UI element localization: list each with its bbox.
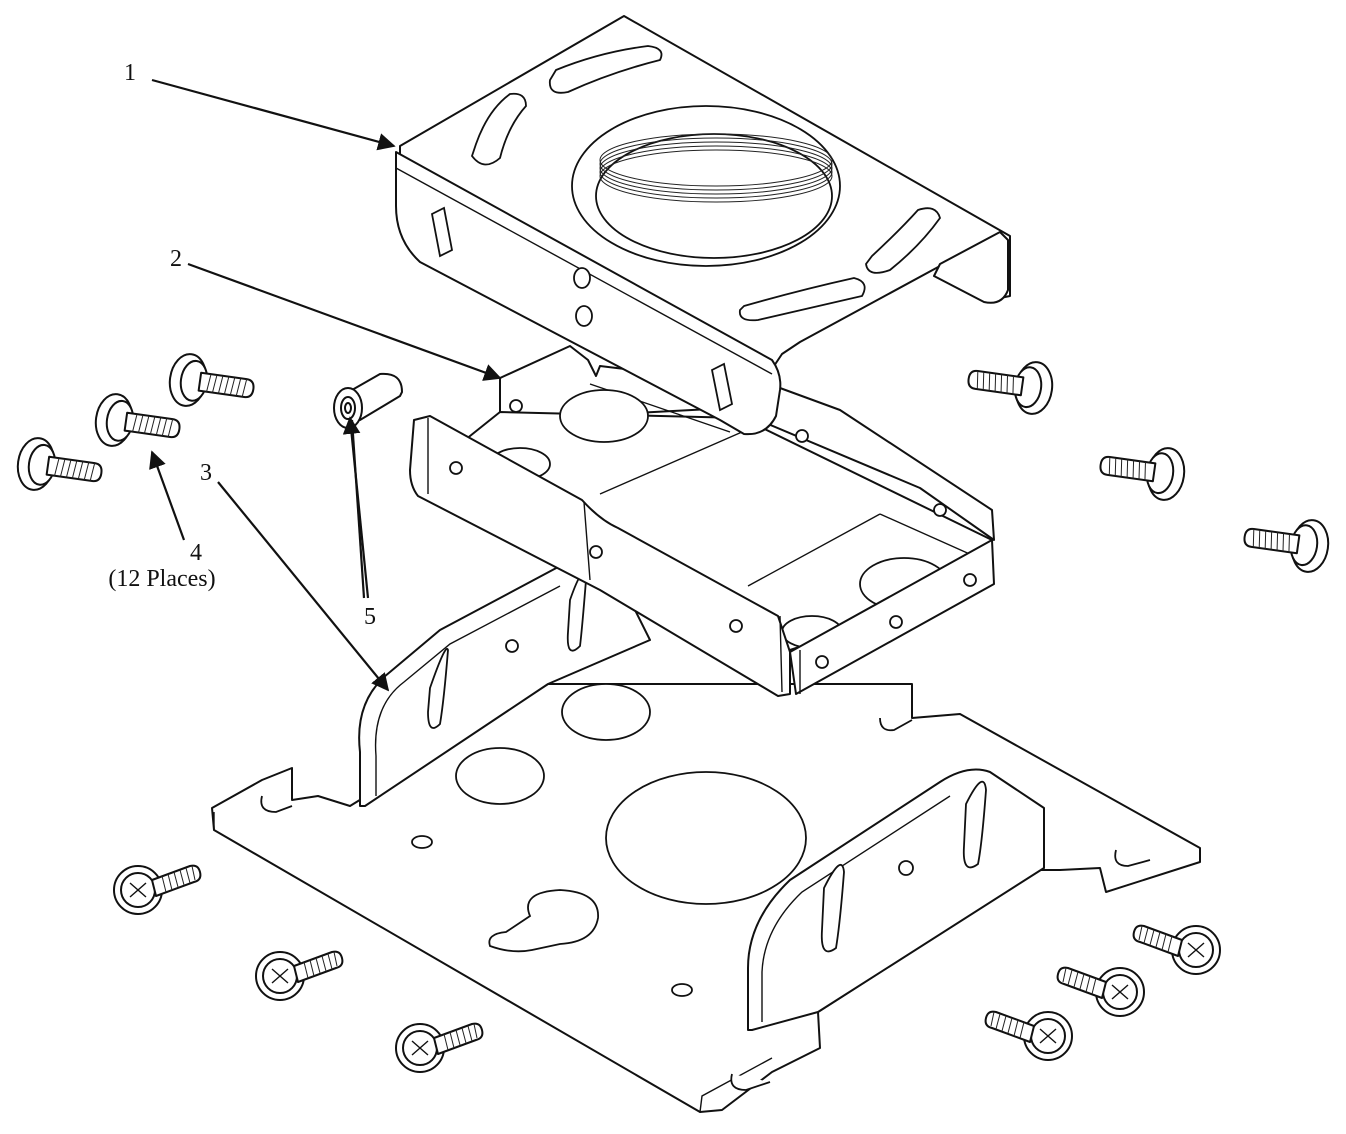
callout-labels: 1 2 3 4 (12 Places) 5 [108, 60, 376, 630]
part-5-spacer [333, 372, 403, 429]
screw-11 [1056, 966, 1145, 1017]
leader-5b [350, 419, 366, 599]
callout-4: 4 [190, 540, 202, 566]
screw-9 [395, 1022, 484, 1073]
screw-3 [13, 434, 106, 500]
callout-2: 2 [170, 246, 182, 272]
screw-10 [984, 1010, 1073, 1061]
screw-6 [1240, 510, 1333, 576]
part-2-inner-channel [409, 345, 995, 697]
screw-5 [1096, 438, 1189, 504]
callout-leaders [149, 78, 502, 692]
part-3-base-plate [211, 563, 1201, 1113]
threaded-bore [599, 133, 833, 203]
leader-1 [151, 78, 396, 151]
screw-4 [964, 352, 1057, 418]
screw-1 [165, 350, 258, 416]
screw-12 [1132, 924, 1221, 975]
leader-4 [149, 450, 186, 541]
part-1-top-bracket [395, 15, 1011, 436]
callout-4-note: (12 Places) [108, 566, 215, 592]
callout-3: 3 [200, 460, 212, 486]
callout-5: 5 [364, 604, 376, 630]
callout-1: 1 [124, 60, 136, 86]
leader-3 [217, 481, 390, 692]
screw-7 [113, 864, 202, 915]
screw-2 [91, 390, 184, 456]
screw-8 [255, 950, 344, 1001]
leader-2 [187, 262, 502, 381]
